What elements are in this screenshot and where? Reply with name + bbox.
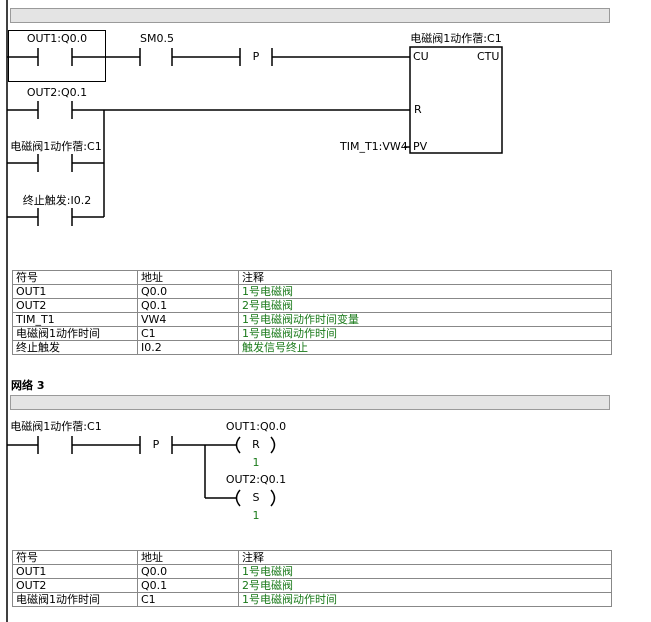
- cell-symbol: 终止触发: [12, 340, 138, 355]
- cell-symbol: OUT1: [12, 564, 138, 579]
- cell-comment: 1号电磁阀动作时间: [238, 592, 612, 607]
- cell-comment: 1号电磁阀动作时间: [238, 326, 612, 341]
- counter-pv-pin: PV: [413, 140, 428, 153]
- cell-comment: 2号电磁阀: [238, 578, 612, 593]
- table-row: OUT2 Q0.1 2号电磁阀: [12, 578, 612, 593]
- cell-address: C1: [137, 326, 239, 341]
- network2-header-bar[interactable]: [10, 8, 610, 23]
- table-row: 终止触发 I0.2 触发信号终止: [12, 340, 612, 355]
- table-header-comment: 注释: [238, 270, 612, 285]
- table-row: OUT1 Q0.0 1号电磁阀: [12, 564, 612, 579]
- counter-r-pin: R: [414, 103, 422, 116]
- cell-address: Q0.0: [137, 564, 239, 579]
- table-header-symbol: 符号: [12, 270, 138, 285]
- table-header-address: 地址: [137, 550, 239, 565]
- cell-comment: 触发信号终止: [238, 340, 612, 355]
- cell-comment: 1号电磁阀: [238, 564, 612, 579]
- coil1-op[interactable]: R: [252, 438, 260, 451]
- contact-c1-label[interactable]: 电磁阀1动作蓿:C1: [10, 140, 102, 153]
- counter-cu-pin: CU: [413, 50, 429, 63]
- cell-comment: 1号电磁阀: [238, 284, 612, 299]
- counter-title[interactable]: 电磁阀1动作蓿:C1: [410, 32, 502, 45]
- cell-symbol: OUT1: [12, 284, 138, 299]
- coil1-count[interactable]: 1: [252, 456, 260, 469]
- coil2-name[interactable]: OUT2:Q0.1: [225, 473, 287, 486]
- cell-comment: 1号电磁阀动作时间变量: [238, 312, 612, 327]
- coil1-name[interactable]: OUT1:Q0.0: [225, 420, 287, 433]
- network3-header-bar[interactable]: [10, 395, 610, 410]
- table-header-comment: 注释: [238, 550, 612, 565]
- cell-address: C1: [137, 592, 239, 607]
- table-row: OUT1 Q0.0 1号电磁阀: [12, 284, 612, 299]
- table-row: 电磁阀1动作时间 C1 1号电磁阀动作时间: [12, 592, 612, 607]
- network3-symbol-table: 符号 地址 注释 OUT1 Q0.0 1号电磁阀 OUT2 Q0.1 2号电磁阀…: [12, 550, 612, 607]
- table-header-symbol: 符号: [12, 550, 138, 565]
- counter-type: CTU: [477, 50, 500, 63]
- cell-symbol: OUT2: [12, 578, 138, 593]
- cell-symbol: 电磁阀1动作时间: [12, 326, 138, 341]
- coil2-op[interactable]: S: [252, 491, 260, 504]
- selected-element-frame[interactable]: [8, 30, 106, 82]
- table-row: OUT2 Q0.1 2号电磁阀: [12, 298, 612, 313]
- cell-address: Q0.1: [137, 578, 239, 593]
- cell-symbol: 电磁阀1动作时间: [12, 592, 138, 607]
- contact-sm05-label[interactable]: SM0.5: [140, 32, 174, 45]
- n3-contact-c1-label[interactable]: 电磁阀1动作蓿:C1: [10, 420, 102, 433]
- p-transition-label[interactable]: P: [252, 50, 260, 63]
- contact-out2-label[interactable]: OUT2:Q0.1: [26, 86, 88, 99]
- cell-comment: 2号电磁阀: [238, 298, 612, 313]
- cell-address: Q0.1: [137, 298, 239, 313]
- contact-out1-label[interactable]: OUT1:Q0.0: [26, 32, 88, 45]
- coil2-count[interactable]: 1: [252, 509, 260, 522]
- counter-pv-input[interactable]: TIM_T1:VW4: [340, 140, 408, 153]
- cell-symbol: TIM_T1: [12, 312, 138, 327]
- table-row: 电磁阀1动作时间 C1 1号电磁阀动作时间: [12, 326, 612, 341]
- cell-symbol: OUT2: [12, 298, 138, 313]
- contact-stop-label[interactable]: 终止触发:I0.2: [22, 194, 92, 207]
- network2-symbol-table: 符号 地址 注释 OUT1 Q0.0 1号电磁阀 OUT2 Q0.1 2号电磁阀…: [12, 270, 612, 355]
- cell-address: Q0.0: [137, 284, 239, 299]
- cell-address: VW4: [137, 312, 239, 327]
- n3-p-transition-label[interactable]: P: [152, 438, 160, 451]
- table-row: TIM_T1 VW4 1号电磁阀动作时间变量: [12, 312, 612, 327]
- cell-address: I0.2: [137, 340, 239, 355]
- table-header-address: 地址: [137, 270, 239, 285]
- network3-label[interactable]: 网络 3: [11, 379, 45, 392]
